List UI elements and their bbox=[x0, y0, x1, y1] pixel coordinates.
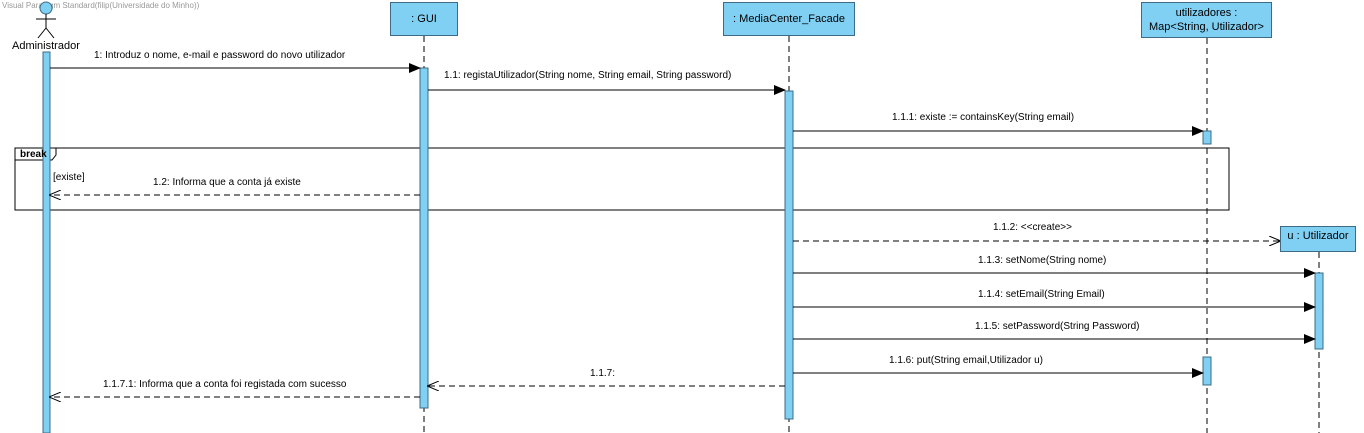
message-m12: 1.2: Informa que a conta já existe bbox=[153, 177, 301, 188]
activation-map-2 bbox=[1202, 356, 1212, 386]
activation-gui bbox=[419, 67, 429, 409]
lifeline-head-gui-label: : GUI bbox=[411, 13, 437, 25]
activation-map-1 bbox=[1202, 130, 1212, 145]
break-fragment bbox=[14, 147, 1230, 211]
message-m115: 1.1.5: setPassword(String Password) bbox=[975, 321, 1140, 332]
message-m114: 1.1.4: setEmail(String Email) bbox=[978, 289, 1105, 300]
lifeline-head-gui[interactable]: : GUI bbox=[390, 2, 458, 36]
message-m1: 1: Introduz o nome, e-mail e password do… bbox=[94, 50, 346, 61]
lifeline-head-facade-label: : MediaCenter_Facade bbox=[733, 13, 845, 25]
lifeline-head-user-label: u : Utilizador bbox=[1287, 230, 1349, 242]
message-m112: 1.1.2: <<create>> bbox=[993, 222, 1072, 233]
actor-icon bbox=[36, 1, 56, 39]
message-m113: 1.1.3: setNome(String nome) bbox=[978, 255, 1107, 266]
fragment-operator: break bbox=[20, 149, 47, 160]
lifeline-head-user[interactable]: u : Utilizador bbox=[1280, 226, 1356, 252]
message-m111: 1.1.1: existe := containsKey(String emai… bbox=[892, 112, 1075, 123]
watermark: Visual Paradigm Standard(filip(Universid… bbox=[2, 1, 200, 10]
message-m1171: 1.1.7.1: Informa que a conta foi regista… bbox=[103, 379, 347, 390]
activation-actor bbox=[42, 51, 51, 433]
lifeline-head-map-label-2: Map<String, Utilizador> bbox=[1149, 21, 1264, 33]
fragment-guard: [existe] bbox=[53, 172, 85, 183]
activation-user bbox=[1314, 272, 1324, 350]
message-m11: 1.1: registaUtilizador(String nome, Stri… bbox=[444, 70, 732, 81]
activation-facade bbox=[784, 90, 794, 420]
lifeline-head-facade[interactable]: : MediaCenter_Facade bbox=[723, 2, 855, 36]
actor-label: Administrador bbox=[12, 40, 80, 52]
message-m117: 1.1.7: bbox=[590, 368, 616, 379]
message-m116: 1.1.6: put(String email,Utilizador u) bbox=[889, 355, 1043, 366]
lifeline-head-map-label-1: utilizadores : bbox=[1175, 7, 1238, 19]
lifeline-head-map[interactable]: utilizadores : Map<String, Utilizador> bbox=[1141, 2, 1272, 38]
